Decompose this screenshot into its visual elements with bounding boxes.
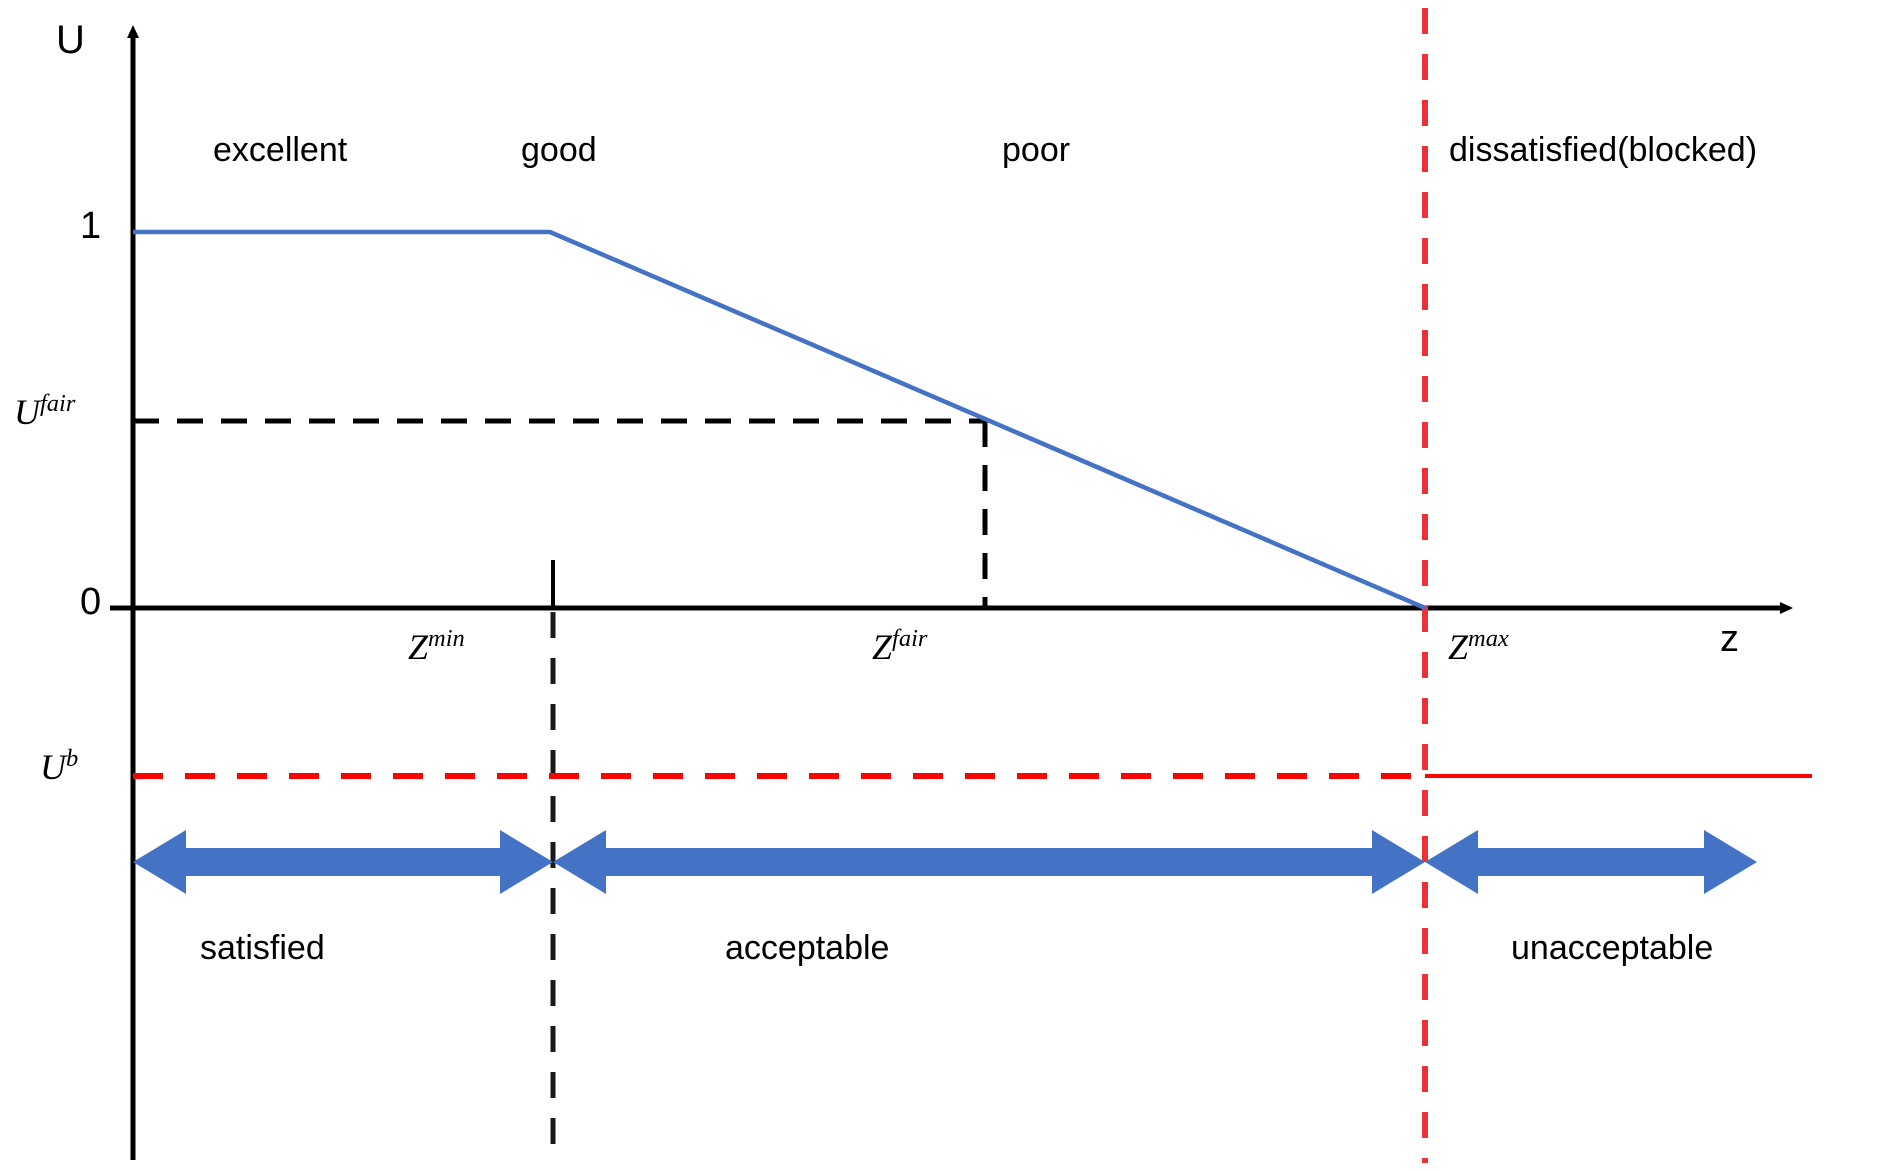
- z-min-sup: min: [428, 625, 465, 652]
- y-tick-label-0: 0: [80, 581, 102, 623]
- range-arrow-acceptable: [553, 830, 1425, 894]
- band-label-unacceptable: unacceptable: [1511, 929, 1714, 967]
- z-min-tick-label: Zmin: [408, 625, 465, 668]
- z-fair-sup: fair: [892, 625, 928, 652]
- z-fair-tick-label: Zfair: [872, 625, 927, 668]
- u-b-tick-label: Ub: [40, 745, 78, 788]
- utility-curve: [133, 229, 1426, 611]
- y-axis-label: U: [56, 18, 85, 62]
- z-min-base: Z: [408, 627, 429, 667]
- band-label-satisfied: satisfied: [200, 929, 325, 967]
- zone-label-excellent: excellent: [213, 131, 348, 169]
- z-max-tick-label: Zmax: [1448, 625, 1509, 668]
- u-b-sup: b: [66, 745, 79, 772]
- range-arrow-unacceptable: [1425, 830, 1757, 894]
- z-max-base: Z: [1448, 627, 1469, 667]
- zone-label-poor: poor: [1002, 131, 1071, 169]
- z-fair-base: Z: [872, 627, 893, 667]
- zone-label-good: good: [521, 131, 597, 169]
- z-max-sup: max: [1468, 625, 1509, 652]
- u-fair-tick-label: Ufair: [14, 390, 75, 433]
- x-axis-label: z: [1720, 618, 1739, 660]
- range-arrow-satisfied: [133, 830, 553, 894]
- y-tick-label-1: 1: [80, 205, 102, 247]
- u-fair-base: U: [14, 392, 40, 432]
- u-fair-sup: fair: [40, 390, 76, 417]
- band-label-acceptable: acceptable: [725, 929, 890, 967]
- u-b-base: U: [40, 747, 66, 787]
- zone-label-dissatisfied-blocked: dissatisfied(blocked): [1449, 131, 1758, 169]
